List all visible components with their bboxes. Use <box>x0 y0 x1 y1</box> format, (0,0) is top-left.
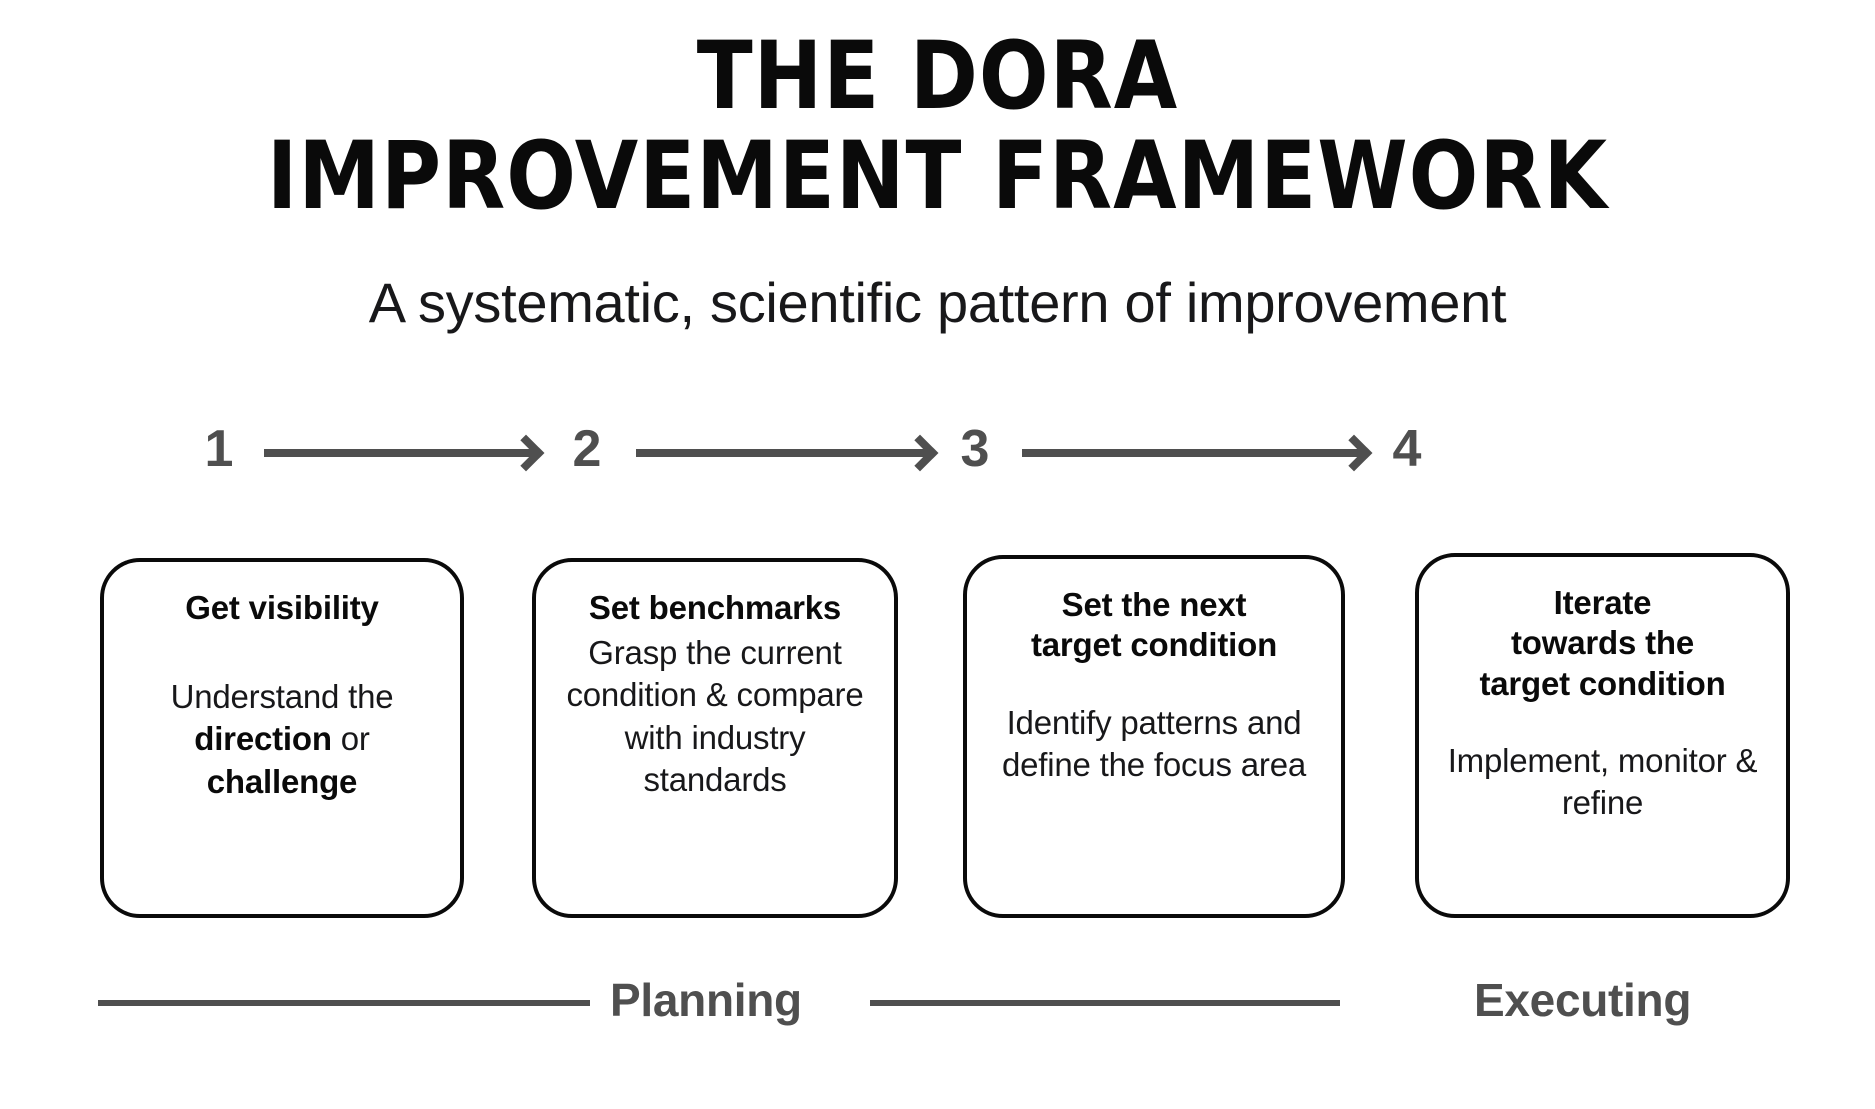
arrowhead-icon <box>1335 434 1373 472</box>
card-1-body: Understand the direction or challenge <box>122 676 442 803</box>
card-1-title: Get visibility <box>185 589 379 626</box>
arrow-1-to-2 <box>264 434 545 472</box>
card-2-body: Grasp the current condition & compare wi… <box>566 634 864 798</box>
card-4-body: Implement, monitor & refine <box>1447 741 1758 821</box>
title-line-2: IMPROVEMENT FRAMEWORK <box>266 122 1609 231</box>
card-3-title-line-2: target condition <box>1030 626 1278 664</box>
phase-label-executing: Executing <box>1474 974 1692 1026</box>
step-card-3: Set the next target condition Identify p… <box>963 555 1345 918</box>
phases-footer: Planning Executing <box>0 960 1875 1050</box>
step-number-2: 2 <box>572 420 602 478</box>
page-title: THE DORA IMPROVEMENT FRAMEWORK <box>0 20 1875 230</box>
title-line-1: THE DORA <box>696 22 1179 131</box>
card-1-body-prefix: Understand the <box>170 678 394 716</box>
card-1-body-mid: or <box>331 720 370 758</box>
card-4-title-line-1: Iterate <box>1553 584 1652 621</box>
phase-label-planning: Planning <box>610 974 802 1026</box>
card-1-body-bold-2: challenge <box>206 762 358 800</box>
arrow-3-to-4 <box>1022 434 1373 472</box>
arrow-2-to-3 <box>636 434 939 472</box>
page-subtitle: A systematic, scientific pattern of impr… <box>368 271 1507 334</box>
phase-line-right <box>870 1000 1340 1006</box>
card-3-title-line-1: Set the next <box>1061 586 1247 623</box>
step-number-4: 4 <box>1392 420 1422 478</box>
card-3-body: Identify patterns and define the focus a… <box>1001 703 1306 783</box>
steps-sequence: 1 2 3 4 <box>100 415 1790 483</box>
arrowhead-icon <box>507 434 545 472</box>
arrowhead-icon <box>901 434 939 472</box>
step-number-3: 3 <box>960 420 990 478</box>
phase-line-left <box>98 1000 590 1006</box>
card-1-body-bold-1: direction <box>194 720 332 758</box>
step-number-1: 1 <box>204 420 234 478</box>
card-4-title-line-3: target condition <box>1479 664 1726 702</box>
card-4-title-line-2: towards the <box>1511 624 1694 662</box>
step-card-4: Iterate towards the target condition Imp… <box>1415 553 1790 918</box>
card-2-title: Set benchmarks <box>588 589 842 626</box>
step-card-1: Get visibility Understand the direction … <box>100 558 464 918</box>
step-card-2: Set benchmarks Grasp the current conditi… <box>532 558 898 918</box>
